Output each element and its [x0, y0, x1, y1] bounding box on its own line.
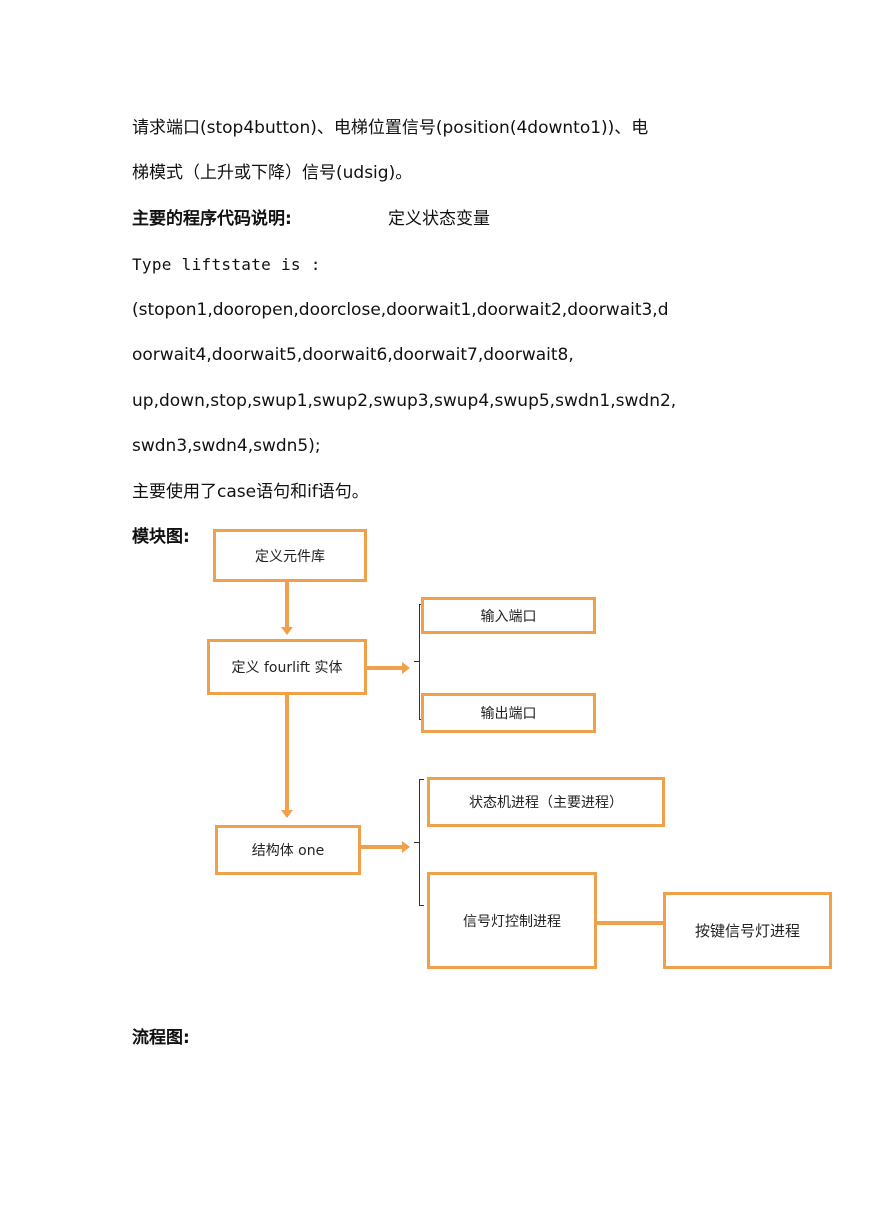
arrow-down-icon: [281, 627, 293, 635]
define-entity-label: 定义 fourlift 实体: [231, 660, 343, 676]
text-line-1: 请求端口(stop4button)、电梯位置信号(position(4downt…: [132, 118, 649, 138]
code-line-4: swdn3,swdn4,swdn5);: [132, 436, 321, 456]
processes-brace-top: [419, 779, 424, 780]
arrow-down-icon: [281, 810, 293, 818]
ports-brace-mid: [414, 661, 420, 662]
signal-light-box: 信号灯控制进程: [427, 872, 597, 969]
output-port-box: 输出端口: [421, 693, 596, 733]
module-diagram-heading: 模块图:: [132, 527, 190, 547]
arrow-right-icon: [402, 662, 410, 674]
structure-box: 结构体 one: [215, 825, 361, 875]
state-machine-box: 状态机进程（主要进程）: [427, 777, 665, 827]
processes-brace-bottom: [419, 905, 424, 906]
processes-brace-mid: [414, 842, 420, 843]
text-line-2: 梯模式（上升或下降）信号(udsig)。: [132, 163, 413, 183]
signal-light-label: 信号灯控制进程: [463, 913, 561, 930]
code-line-1: (stopon1,dooropen,doorclose,doorwait1,do…: [132, 300, 669, 320]
button-signal-label: 按键信号灯进程: [694, 922, 800, 940]
connector-structure-processes: [361, 845, 403, 849]
state-machine-label: 状态机进程（主要进程）: [469, 795, 623, 811]
define-library-box: 定义元件库: [213, 529, 367, 582]
connector-entity-ports: [367, 666, 403, 670]
define-entity-box: 定义 fourlift 实体: [207, 639, 367, 695]
ports-brace: [419, 604, 420, 720]
code-line-3: up,down,stop,swup1,swup2,swup3,swup4,swu…: [132, 391, 677, 411]
flowchart-heading: 流程图:: [132, 1028, 190, 1048]
code-line-2: oorwait4,doorwait5,doorwait6,doorwait7,d…: [132, 345, 574, 365]
connector-signal-button: [597, 921, 663, 925]
structure-label: 结构体 one: [251, 843, 325, 859]
code-description-heading: 主要的程序代码说明:: [132, 209, 292, 229]
connector-library-entity: [285, 582, 289, 628]
define-library-label: 定义元件库: [255, 548, 325, 565]
button-signal-box: 按键信号灯进程: [663, 892, 832, 969]
arrow-right-icon: [402, 841, 410, 853]
type-declaration: Type liftstate is :: [132, 255, 321, 274]
input-port-box: 输入端口: [421, 597, 596, 634]
connector-entity-structure: [285, 695, 289, 811]
state-variable-label: 定义状态变量: [388, 209, 490, 229]
usage-note: 主要使用了case语句和if语句。: [132, 482, 369, 502]
input-port-label: 输入端口: [480, 608, 537, 625]
output-port-label: 输出端口: [480, 706, 537, 722]
